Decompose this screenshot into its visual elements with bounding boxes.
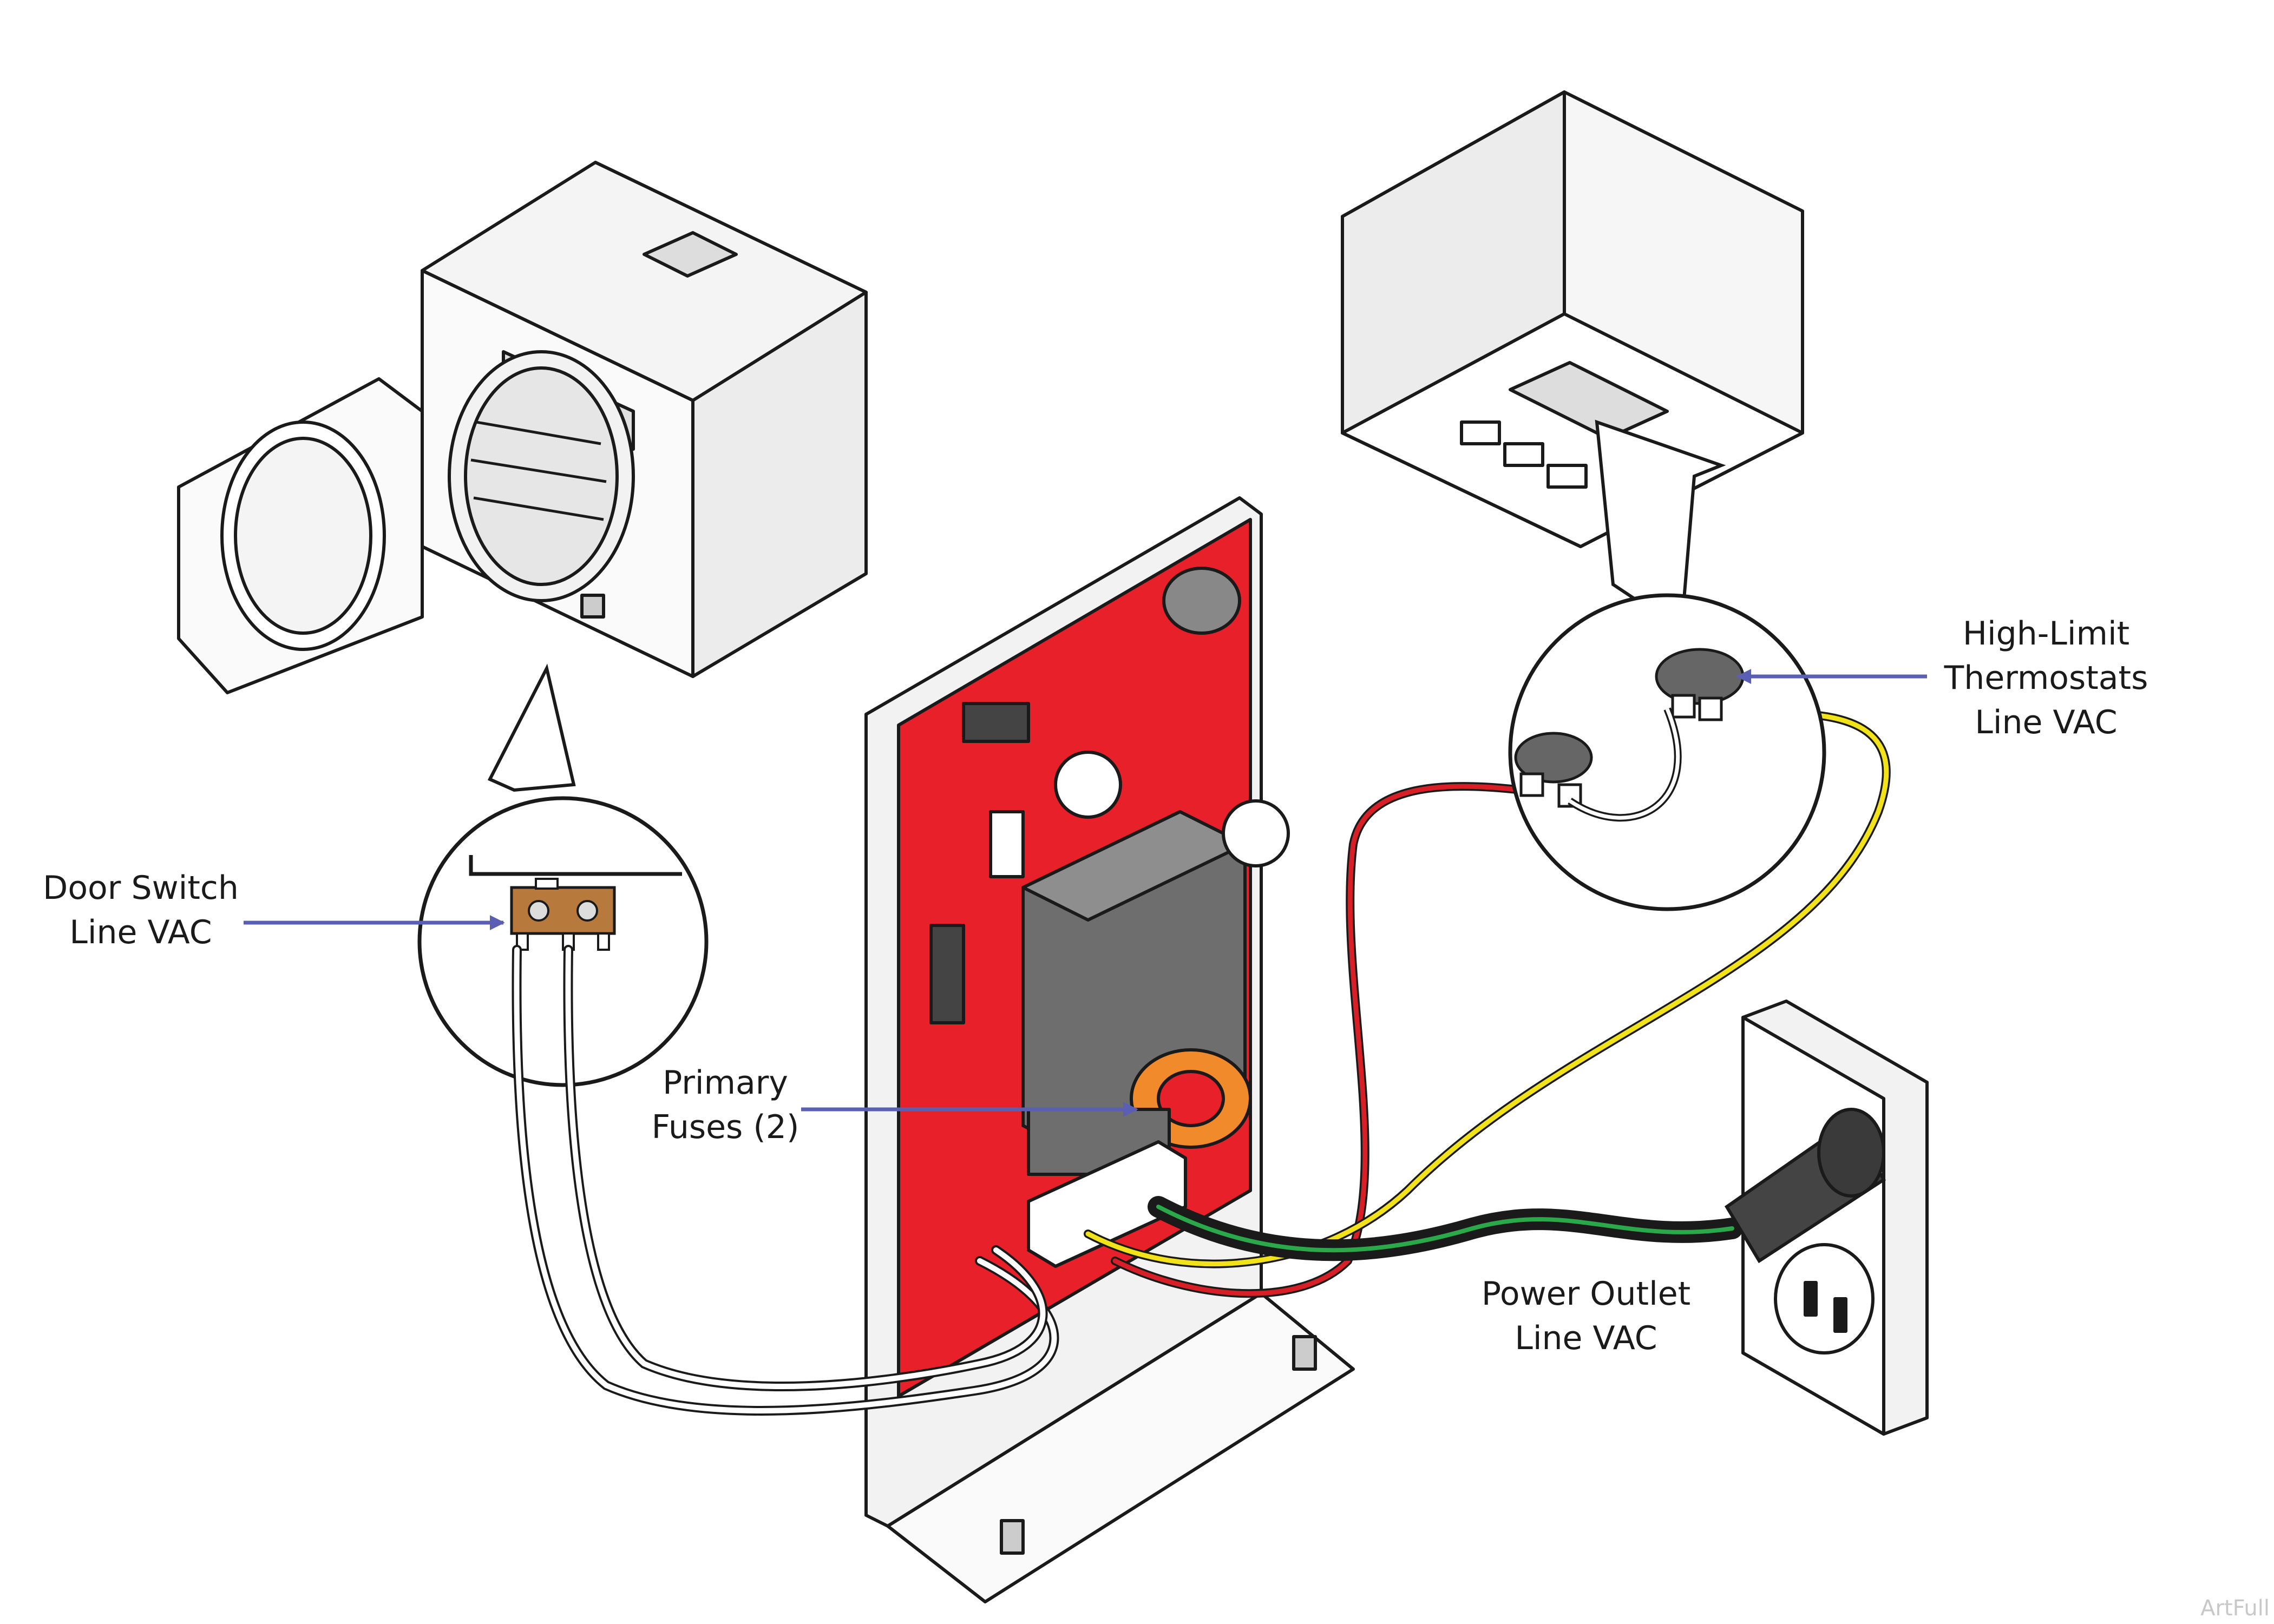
primary-fuses-label-line1: Primary bbox=[663, 1064, 788, 1102]
thermostats-label-line1: High-Limit bbox=[1962, 615, 2130, 653]
power-outlet-label-line1: Power Outlet bbox=[1481, 1275, 1691, 1313]
plug-icon bbox=[1724, 1108, 1886, 1264]
door-switch-label-line1: Door Switch bbox=[43, 869, 239, 907]
door-switch-detail bbox=[417, 663, 709, 1087]
door-switch-label: Door Switch Line VAC bbox=[22, 866, 260, 955]
sterilizer-unit-bottom-view-icon bbox=[1341, 90, 1804, 548]
wires bbox=[512, 709, 1891, 1416]
watermark: ArtFull bbox=[2200, 1596, 2270, 1621]
thermostats-label-line2: Thermostats bbox=[1944, 659, 2148, 697]
thermostats-label-line3: Line VAC bbox=[1975, 703, 2118, 741]
thermostats-label: High-Limit Thermostats Line VAC bbox=[1905, 612, 2187, 745]
power-outlet-label-line2: Line VAC bbox=[1515, 1319, 1657, 1357]
thermostat-icon bbox=[1514, 648, 1745, 808]
door-switch-label-line2: Line VAC bbox=[69, 913, 212, 951]
door-switch-icon bbox=[510, 878, 616, 951]
power-outlet-label: Power Outlet Line VAC bbox=[1451, 1272, 1721, 1360]
primary-fuses-label: Primary Fuses (2) bbox=[617, 1061, 834, 1149]
callout-arrows bbox=[244, 669, 1927, 1117]
sterilizer-unit-open-door-icon bbox=[177, 161, 868, 694]
primary-fuses-label-line2: Fuses (2) bbox=[651, 1108, 799, 1146]
control-board-icon bbox=[864, 496, 1355, 1603]
